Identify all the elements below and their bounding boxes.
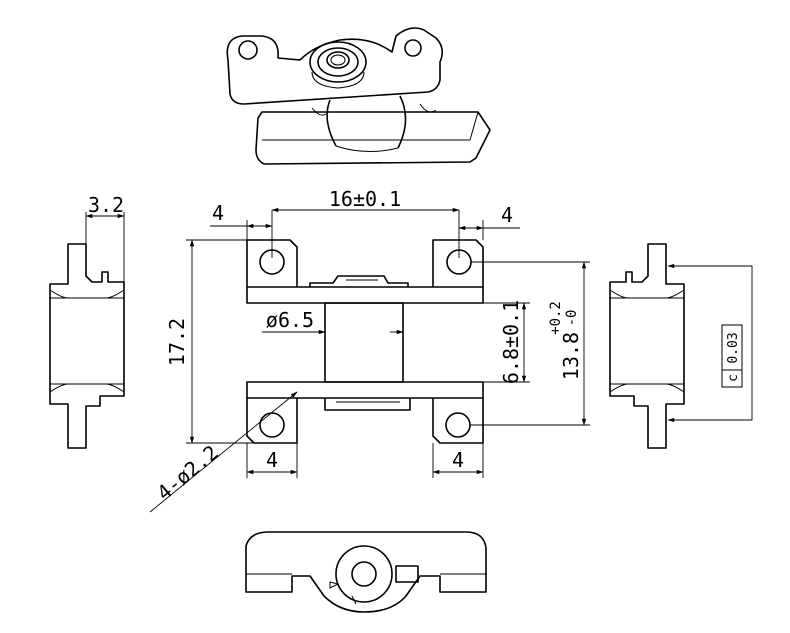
- dim-shaft-diameter: ø6.5: [266, 308, 314, 332]
- dim-side-thickness: 3.2: [88, 193, 124, 217]
- front-view-dimensions: 16±0.1 4 4 17.2 ø6.5 6.8±0.1 13.8 +0.2 -…: [149, 187, 590, 513]
- dim-hole-pitch-lower-tol: -0: [564, 310, 580, 327]
- dim-overall-width: 16±0.1: [329, 187, 401, 211]
- dim-bottom-right-width: 4: [452, 448, 464, 472]
- dim-left-hole-offset: 4: [212, 201, 224, 225]
- flatness-value: 0.03: [726, 332, 741, 363]
- right-side-view: c 0.03: [609, 243, 753, 449]
- left-side-view: 3.2: [49, 193, 125, 449]
- dim-shaft-height: 6.8±0.1: [499, 300, 523, 384]
- front-view: [246, 239, 484, 444]
- dim-bottom-left-width: 4: [266, 448, 278, 472]
- bottom-view: [245, 531, 487, 613]
- isometric-view: [226, 27, 491, 165]
- flatness-symbol: c: [726, 374, 741, 382]
- dim-overall-height: 17.2: [165, 318, 189, 366]
- dim-right-hole-offset: 4: [501, 203, 513, 227]
- dim-hole-pitch: 13.8: [559, 332, 583, 380]
- dim-holes-callout: 4-ø2.2: [152, 440, 223, 505]
- dim-hole-pitch-upper-tol: +0.2: [548, 301, 564, 335]
